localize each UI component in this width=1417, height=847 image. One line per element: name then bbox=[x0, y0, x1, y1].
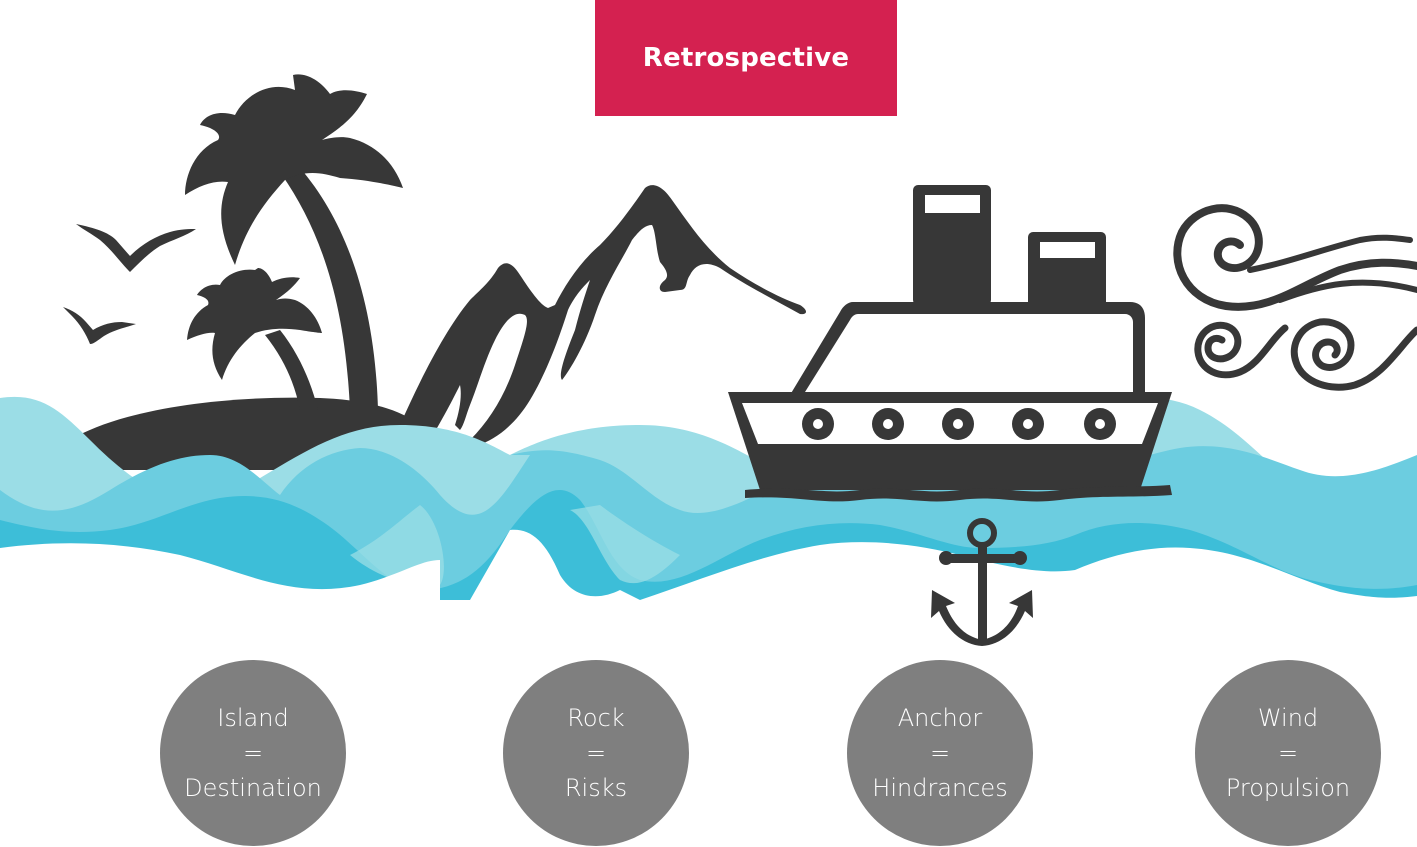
page-title: Retrospective bbox=[642, 43, 850, 73]
legend-equals: = bbox=[585, 738, 607, 767]
legend-term: Anchor bbox=[897, 703, 983, 732]
legend-anchor: Anchor = Hindrances bbox=[847, 660, 1033, 846]
legend-term: Wind bbox=[1257, 703, 1319, 732]
legend-equals: = bbox=[242, 738, 264, 767]
legend-equals: = bbox=[1277, 738, 1299, 767]
island-icon bbox=[70, 74, 430, 470]
birds-icon bbox=[63, 224, 196, 344]
legend-term: Island bbox=[217, 703, 289, 732]
legend-meaning: Propulsion bbox=[1225, 773, 1351, 802]
rock-icon bbox=[400, 185, 806, 445]
legend-island: Island = Destination bbox=[160, 660, 346, 846]
legend-meaning: Risks bbox=[564, 773, 628, 802]
legend-rock: Rock = Risks bbox=[503, 660, 689, 846]
steamship-icon bbox=[728, 185, 1172, 502]
title-banner: Retrospective bbox=[595, 0, 897, 116]
wind-icon bbox=[1173, 204, 1417, 391]
legend-meaning: Destination bbox=[184, 773, 322, 802]
legend-term: Rock bbox=[567, 703, 625, 732]
legend-meaning: Hindrances bbox=[872, 773, 1008, 802]
anchor-icon bbox=[931, 518, 1033, 646]
legend-wind: Wind = Propulsion bbox=[1195, 660, 1381, 846]
legend-equals: = bbox=[929, 738, 951, 767]
